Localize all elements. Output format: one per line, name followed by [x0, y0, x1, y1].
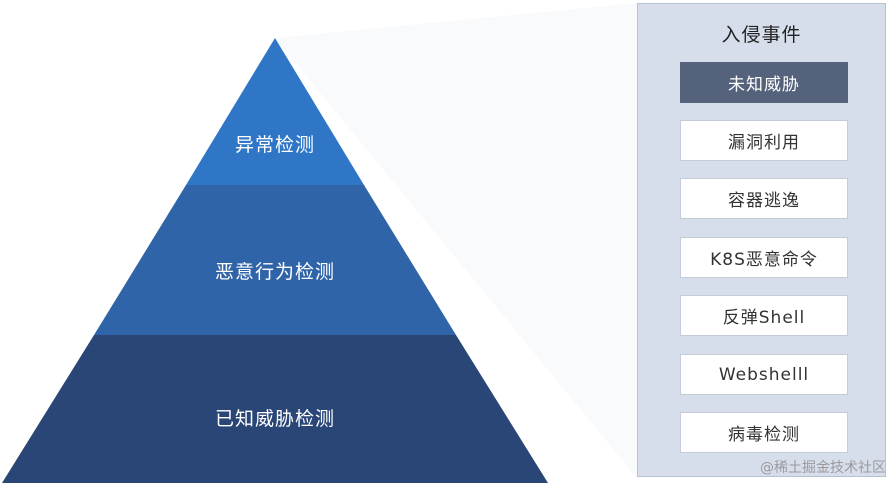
- event-item-reverse-shell[interactable]: 反弹Shell: [680, 295, 848, 336]
- event-item-vuln-exploit[interactable]: 漏洞利用: [680, 120, 848, 161]
- tier-label-anomaly: 异常检测: [234, 134, 315, 156]
- tier-label-known-threat: 已知威胁检测: [214, 408, 335, 430]
- watermark: @稀土掘金技术社区: [760, 460, 886, 476]
- event-item-container-escape[interactable]: 容器逃逸: [680, 178, 848, 219]
- event-item-k8s-malicious-command[interactable]: K8S恶意命令: [680, 237, 848, 278]
- tier-label-malicious-behavior: 恶意行为检测: [214, 261, 335, 283]
- event-item-webshell[interactable]: Webshelll: [680, 354, 848, 395]
- callout-projection: [275, 3, 637, 478]
- pyramid-tier-known-threat: [2, 335, 548, 483]
- event-item-unknown-threat[interactable]: 未知威胁: [680, 62, 848, 103]
- pyramid-tier-malicious-behavior: [94, 185, 456, 335]
- panel-title: 入侵事件: [721, 24, 802, 46]
- intrusion-events-panel: 入侵事件 未知威胁 漏洞利用 容器逃逸 K8S恶意命令 反弹Shell Webs…: [637, 3, 886, 477]
- event-item-virus-detection[interactable]: 病毒检测: [680, 412, 848, 453]
- pyramid-tier-anomaly: [186, 38, 364, 185]
